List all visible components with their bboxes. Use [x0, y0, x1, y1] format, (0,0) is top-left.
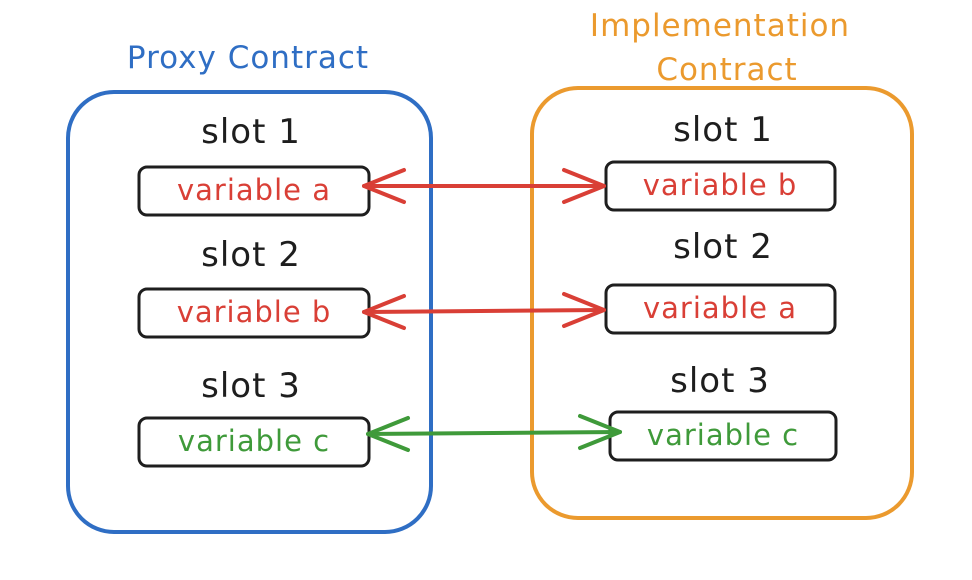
proxy-slot-1-label: slot 1 [201, 112, 301, 152]
connection-slot-1-arrow [362, 168, 606, 204]
proxy-slot-3-variable: variable c [178, 424, 330, 458]
connection-slot-2-arrow [362, 292, 606, 330]
implementation-slot-2-label: slot 2 [673, 227, 773, 267]
implementation-slot-1-label: slot 1 [673, 110, 773, 150]
proxy-slot-3-variable-box [137, 416, 371, 468]
implementation-contract-box [530, 86, 914, 520]
proxy-contract-title: Proxy Contract [127, 40, 369, 76]
implementation-slot-3-variable: variable c [647, 418, 799, 452]
implementation-slot-3-label: slot 3 [670, 361, 770, 401]
proxy-slot-2-variable: variable b [177, 295, 332, 329]
proxy-slot-2-label: slot 2 [201, 235, 301, 275]
implementation-slot-2-variable-box [604, 283, 837, 335]
implementation-contract-title-line1: Implementation [590, 8, 850, 44]
connection-slot-3-arrow [366, 414, 622, 452]
proxy-slot-1-variable-box [137, 165, 371, 217]
implementation-slot-2-variable: variable a [643, 291, 797, 325]
implementation-contract-title-line2: Contract [656, 52, 797, 88]
proxy-slot-3-label: slot 3 [201, 366, 301, 406]
implementation-slot-1-variable: variable b [643, 168, 798, 202]
proxy-slot-1-variable: variable a [177, 173, 331, 207]
